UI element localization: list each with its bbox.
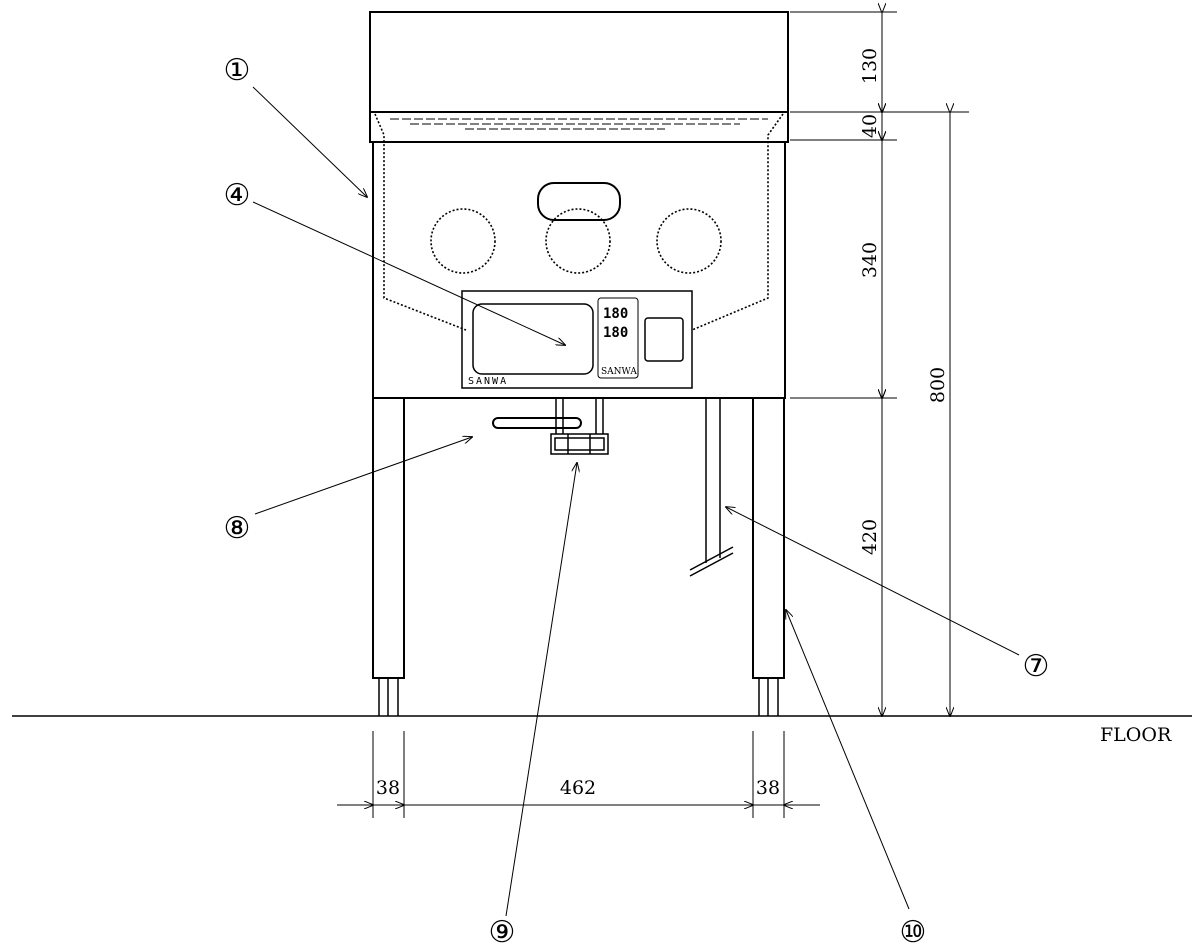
dim-rim-height: 40: [859, 114, 881, 138]
horizontal-dimensions: [337, 731, 820, 818]
dim-leg-width-left: 38: [376, 777, 400, 799]
dim-backsplash-height: 130: [859, 48, 881, 84]
dim-leg-spacing: 462: [560, 777, 596, 799]
top-rim: [369, 111, 789, 143]
callout-leaders: [252, 86, 1020, 917]
control-panel: [461, 290, 693, 389]
callout-8: ⑧: [224, 511, 251, 546]
leg-right: [752, 397, 785, 679]
dim-working-height: 800: [927, 367, 949, 403]
vertical-dimensions: [790, 12, 969, 716]
display-readout-bottom: 180: [603, 325, 628, 341]
heater-coil-right: [656, 208, 722, 274]
display-readout-top: 180: [603, 306, 628, 322]
control-panel-window: [472, 303, 594, 375]
oil-tank-hidden-outline: [374, 113, 467, 331]
display-brand: SANWA: [601, 367, 637, 377]
backsplash: [369, 11, 789, 113]
gas-pipe: [689, 398, 734, 577]
sensor-slot: [537, 182, 621, 221]
temperature-display: [597, 297, 639, 379]
machine-body: [369, 11, 789, 716]
dim-leg-height: 420: [859, 519, 881, 555]
callout-7: ⑦: [1023, 649, 1050, 684]
dim-leg-width-right: 38: [756, 777, 780, 799]
callout-4: ④: [224, 178, 251, 213]
panel-brand: SANWA: [468, 376, 508, 387]
callout-1: ①: [224, 53, 251, 88]
power-switch: [644, 317, 684, 362]
floor-label: FLOOR: [1100, 724, 1172, 746]
leg-left: [372, 397, 405, 679]
dim-body-height: 340: [859, 242, 881, 278]
drain-handle: [492, 417, 582, 429]
foot-left: [378, 678, 399, 716]
drain-valve: [550, 398, 609, 455]
heater-coil-left: [430, 208, 496, 274]
foot-right: [758, 678, 779, 716]
callout-9: ⑨: [489, 915, 516, 949]
heater-coil-center: [545, 208, 611, 274]
cabinet-body: [372, 141, 786, 399]
callout-10: ⑩: [900, 915, 927, 949]
